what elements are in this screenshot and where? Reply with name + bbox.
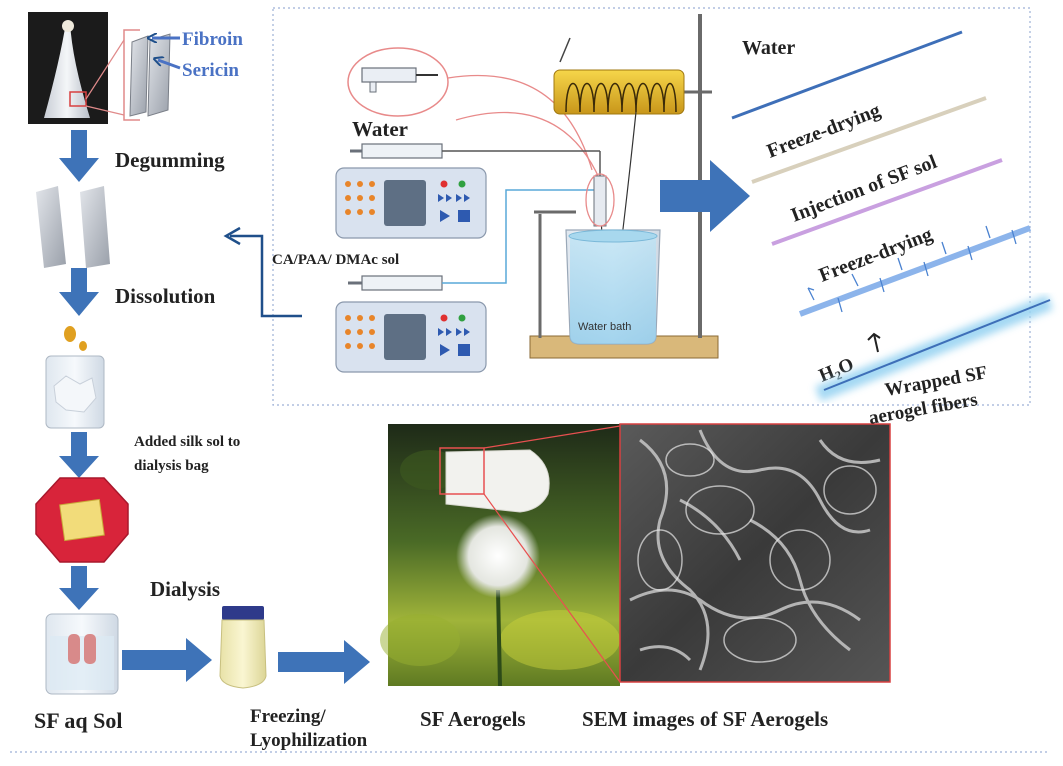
h2o-sub: 2 [833,368,844,383]
layer-freeze-drying-1-label: Freeze-drying [764,99,884,162]
right-arrow-1 [122,638,212,682]
sf-aerogels-label: SF Aerogels [420,707,526,731]
feedback-arrow-head [223,226,241,246]
vapor-arrows [807,225,1017,313]
aerogel-photo [380,424,620,687]
sem-images-label: SEM images of SF Aerogels [582,707,828,731]
layer-wrapped-line [823,299,1051,391]
syringe-pump-1 [335,167,487,239]
right-arrow-2 [278,640,370,684]
big-right-arrow [660,160,750,232]
layer-injection-line [771,158,1003,246]
added-silk-label-1: Added silk sol to [134,434,240,450]
lyophilized-jar [219,606,267,689]
dialysis-bag [35,477,129,563]
callout-curve-2 [455,112,601,181]
wrapped-label-2: aerogel fibers [867,389,979,429]
degummed-fibers [36,186,110,268]
down-arrow-3 [59,432,99,478]
added-silk-label-2: dialysis bag [134,458,209,474]
silk-fiber-photo [28,12,108,124]
down-arrow-1 [59,130,99,182]
layer-freeze-drying-2-label: Freeze-drying [816,223,936,286]
fiber-cross-section [129,33,171,117]
dissolution-droplets [64,326,87,351]
degumming-label: Degumming [115,148,225,172]
down-arrow-4 [59,566,99,610]
heater-coil [553,37,685,115]
sf-aq-sol-label: SF aq Sol [34,708,122,733]
water-bath-beaker [565,229,661,345]
syringe-1 [350,143,601,180]
callout-curve-1 [447,74,593,171]
sem-image [619,423,891,683]
down-arrow-2 [59,268,99,316]
zoom-callout [85,39,125,116]
syringe-pump-2 [335,301,487,373]
freezing-label-1: Freezing/ [250,706,326,727]
layer-water-line [731,30,963,120]
zoom-bracket [123,29,140,121]
h2o-up-arrow [867,332,881,353]
water-pump-label: Water [352,117,408,141]
sem-zoom-lines [483,425,621,683]
ca-paa-sol-label: CA/PAA/ DMAc sol [272,252,399,268]
sericin-pointer-arrow [158,60,181,70]
layer-freeze-drying-1-line [751,96,987,184]
dissolution-beaker [45,355,105,429]
feedback-arrow [230,234,302,318]
fibroin-label: Fibroin [182,29,243,50]
water-bath-label: Water bath [578,321,631,333]
layer-wrapped-glow [815,294,1053,402]
dissolution-label: Dissolution [115,284,216,308]
dialysis-label: Dialysis [150,577,220,601]
needle-detail-callout [347,47,449,117]
syringe-2 [348,189,596,291]
sf-solution-beaker [45,613,119,695]
layer-water-label: Water [742,37,795,59]
coaxial-needle [585,173,615,227]
sericin-label: Sericin [182,60,239,81]
freezing-label-2: Lyophilization [250,730,368,751]
